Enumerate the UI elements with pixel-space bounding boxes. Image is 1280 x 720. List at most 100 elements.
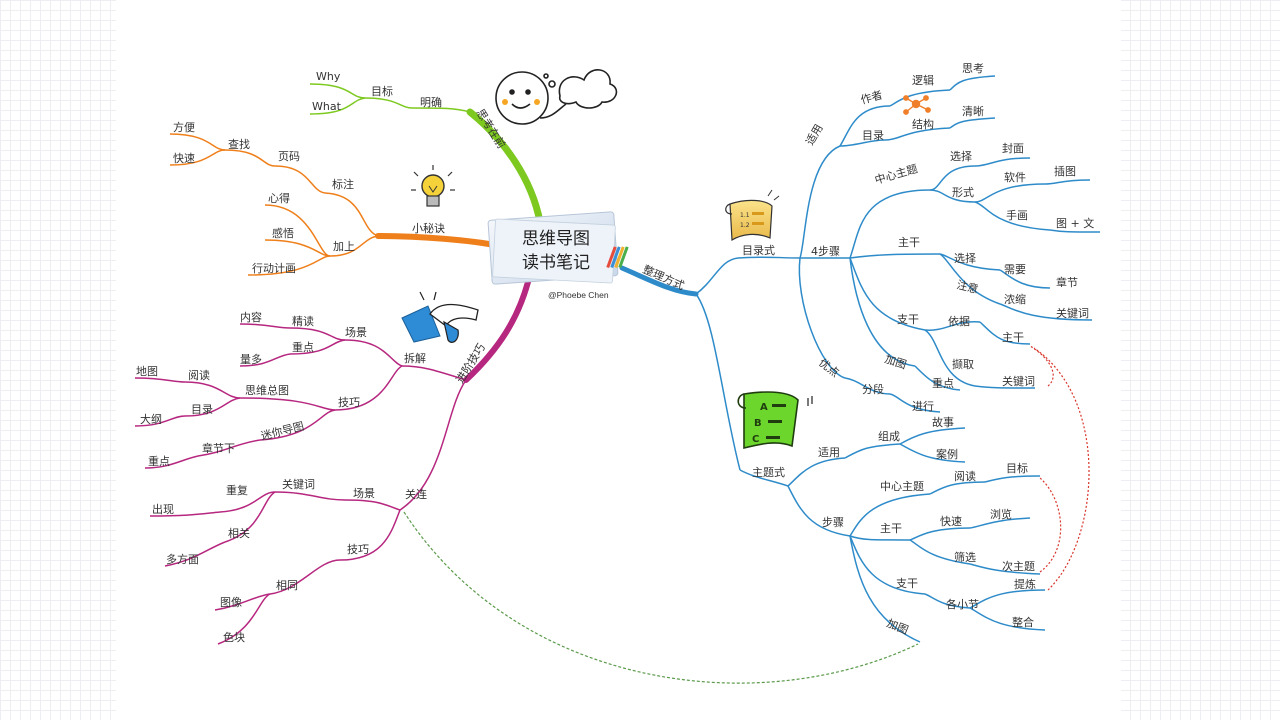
magenta-map-label: 地图 bbox=[136, 365, 158, 378]
magenta-scene2-label: 场景 bbox=[353, 486, 375, 500]
magenta-branch bbox=[134, 323, 467, 645]
blue-chapter-label: 章节 bbox=[1056, 275, 1078, 289]
blue-need-label: 需要 bbox=[1004, 263, 1026, 276]
blue-filter-label: 筛选 bbox=[954, 550, 976, 564]
svg-text:A: A bbox=[760, 402, 768, 413]
blue-imgtext-label: 图 + 文 bbox=[1056, 216, 1094, 230]
blue-read-label: 阅读 bbox=[954, 469, 976, 483]
blue-case-label: 案例 bbox=[936, 447, 958, 461]
magenta-mini-label: 迷你导图 bbox=[260, 420, 306, 443]
svg-text:B: B bbox=[754, 418, 762, 429]
orange-plan-label: 行动计画 bbox=[252, 262, 296, 275]
hand-tearing-icon bbox=[401, 291, 479, 343]
blue-steps-label: 步骤 bbox=[822, 516, 844, 529]
blue-quick-label: 快速 bbox=[940, 515, 962, 528]
blue-cover-label: 封面 bbox=[1002, 141, 1024, 155]
blue-logic-label: 逻辑 bbox=[912, 73, 934, 87]
lightbulb-icon bbox=[411, 165, 455, 207]
orange-easy-label: 方便 bbox=[173, 120, 195, 134]
relation-dashed-green bbox=[403, 511, 919, 684]
blue-addimg2-label: 加图 bbox=[885, 617, 910, 637]
blue-software-label: 软件 bbox=[1004, 170, 1026, 184]
green-leaf-why: Why bbox=[316, 70, 341, 83]
blue-subtopic-label: 次主题 bbox=[1002, 559, 1035, 573]
blue-segment-label: 分段 bbox=[862, 382, 884, 396]
blue-clear-label: 清晰 bbox=[962, 105, 984, 118]
blue-condense-label: 浓缩 bbox=[1004, 293, 1026, 306]
green-n1-label: 明确 bbox=[420, 96, 442, 109]
magenta-block-label: 色块 bbox=[223, 630, 245, 644]
magenta-amount-label: 量多 bbox=[240, 352, 262, 366]
magenta-key-label: 重点 bbox=[292, 340, 314, 354]
blue-apply-label: 适用 bbox=[803, 122, 825, 148]
blue-attention-label: 注意 bbox=[955, 277, 980, 296]
blue-choose2-label: 选择 bbox=[954, 251, 976, 265]
center-title-line2: 读书笔记 bbox=[522, 253, 590, 273]
magenta-skill-label: 技巧 bbox=[338, 396, 360, 409]
blue-topic-style-label: 主题式 bbox=[752, 466, 785, 479]
blue-refine-label: 提炼 bbox=[1014, 577, 1036, 591]
orange-fast-label: 快速 bbox=[173, 152, 195, 165]
svg-text:C: C bbox=[752, 434, 759, 445]
blue-target-label: 目标 bbox=[1006, 461, 1028, 475]
blue-story-label: 故事 bbox=[932, 415, 954, 429]
blue-proceed-label: 进行 bbox=[912, 400, 934, 413]
blue-center2-label: 中心主题 bbox=[880, 480, 924, 493]
blue-trunk-label: 主干 bbox=[898, 236, 920, 249]
blue-illus-label: 插图 bbox=[1054, 164, 1076, 178]
magenta-relate-label: 关连 bbox=[405, 487, 427, 501]
magenta-keypoint-label: 重点 bbox=[148, 454, 170, 468]
blue-integrate-label: 整合 bbox=[1012, 615, 1034, 629]
magenta-mindmap-label: 思维总图 bbox=[245, 383, 289, 397]
orange-branch bbox=[169, 133, 379, 276]
orange-root-label: 小秘诀 bbox=[412, 221, 445, 235]
blue-branch bbox=[695, 75, 1101, 643]
magenta-split-label: 拆解 bbox=[404, 351, 426, 365]
green-n2-label: 目标 bbox=[371, 84, 393, 98]
blue-compose-label: 组成 bbox=[878, 429, 900, 443]
abc-scroll-icon: A B C bbox=[737, 391, 813, 450]
blue-basis-label: 依据 bbox=[948, 314, 970, 328]
magenta-multi-label: 多方面 bbox=[166, 552, 199, 566]
blue-toc-label: 目录 bbox=[862, 129, 884, 142]
magenta-outline-label: 大纲 bbox=[140, 412, 162, 426]
center-node: 思维导图 读书笔记 @Phoebe Chen bbox=[487, 211, 629, 300]
orange-feel-label: 感悟 bbox=[272, 226, 294, 240]
blue-trunk2-label: 主干 bbox=[1002, 331, 1024, 344]
relation-dashed-red-3 bbox=[1039, 477, 1062, 573]
blue-browse-label: 浏览 bbox=[990, 507, 1012, 521]
green-branch bbox=[309, 83, 471, 115]
center-title-line1: 思维导图 bbox=[522, 229, 590, 249]
magenta-chapter-label: 章节下 bbox=[202, 441, 235, 455]
magenta-intensive-label: 精读 bbox=[292, 314, 314, 328]
svg-text:1.2: 1.2 bbox=[740, 222, 750, 229]
scroll-list-icon: 1.1 1.2 bbox=[725, 189, 780, 242]
blue-branch2-label: 支干 bbox=[896, 577, 918, 590]
orange-mark-label: 标注 bbox=[332, 177, 354, 191]
blue-author-label: 作者 bbox=[859, 88, 884, 107]
blue-key-label: 重点 bbox=[932, 376, 954, 390]
green-trunk bbox=[466, 108, 544, 226]
blue-form-label: 形式 bbox=[952, 186, 974, 199]
slide: 思考在前 明确 目标 Why What 小秘诀 标注 页码 查找 方便 快速 加… bbox=[116, 0, 1121, 720]
blue-toc-style-label: 目录式 bbox=[742, 244, 775, 257]
magenta-toc-label: 目录 bbox=[191, 403, 213, 416]
magenta-read-label: 阅读 bbox=[188, 368, 210, 382]
orange-trunk bbox=[375, 233, 503, 249]
blue-keyword2-label: 关键词 bbox=[1002, 374, 1035, 388]
mind-map: 思考在前 明确 目标 Why What 小秘诀 标注 页码 查找 方便 快速 加… bbox=[134, 62, 1101, 684]
blue-four-steps-label: 4步骤 bbox=[811, 245, 840, 258]
center-author: @Phoebe Chen bbox=[548, 290, 609, 300]
blue-trunk bbox=[619, 265, 699, 297]
thinking-face-icon bbox=[495, 69, 618, 125]
relation-dashed-red-2 bbox=[1033, 347, 1090, 591]
magenta-content-label: 内容 bbox=[240, 310, 262, 324]
magenta-appear-label: 出现 bbox=[152, 502, 174, 516]
blue-center-topic-label: 中心主题 bbox=[873, 162, 919, 187]
magenta-skill2-label: 技巧 bbox=[347, 543, 369, 556]
relation-dashed-red-1 bbox=[1029, 345, 1054, 387]
magenta-trunk bbox=[463, 279, 531, 383]
orange-add-label: 加上 bbox=[333, 240, 355, 253]
magenta-repeat-label: 重复 bbox=[226, 483, 248, 497]
magenta-image-label: 图像 bbox=[220, 596, 242, 609]
